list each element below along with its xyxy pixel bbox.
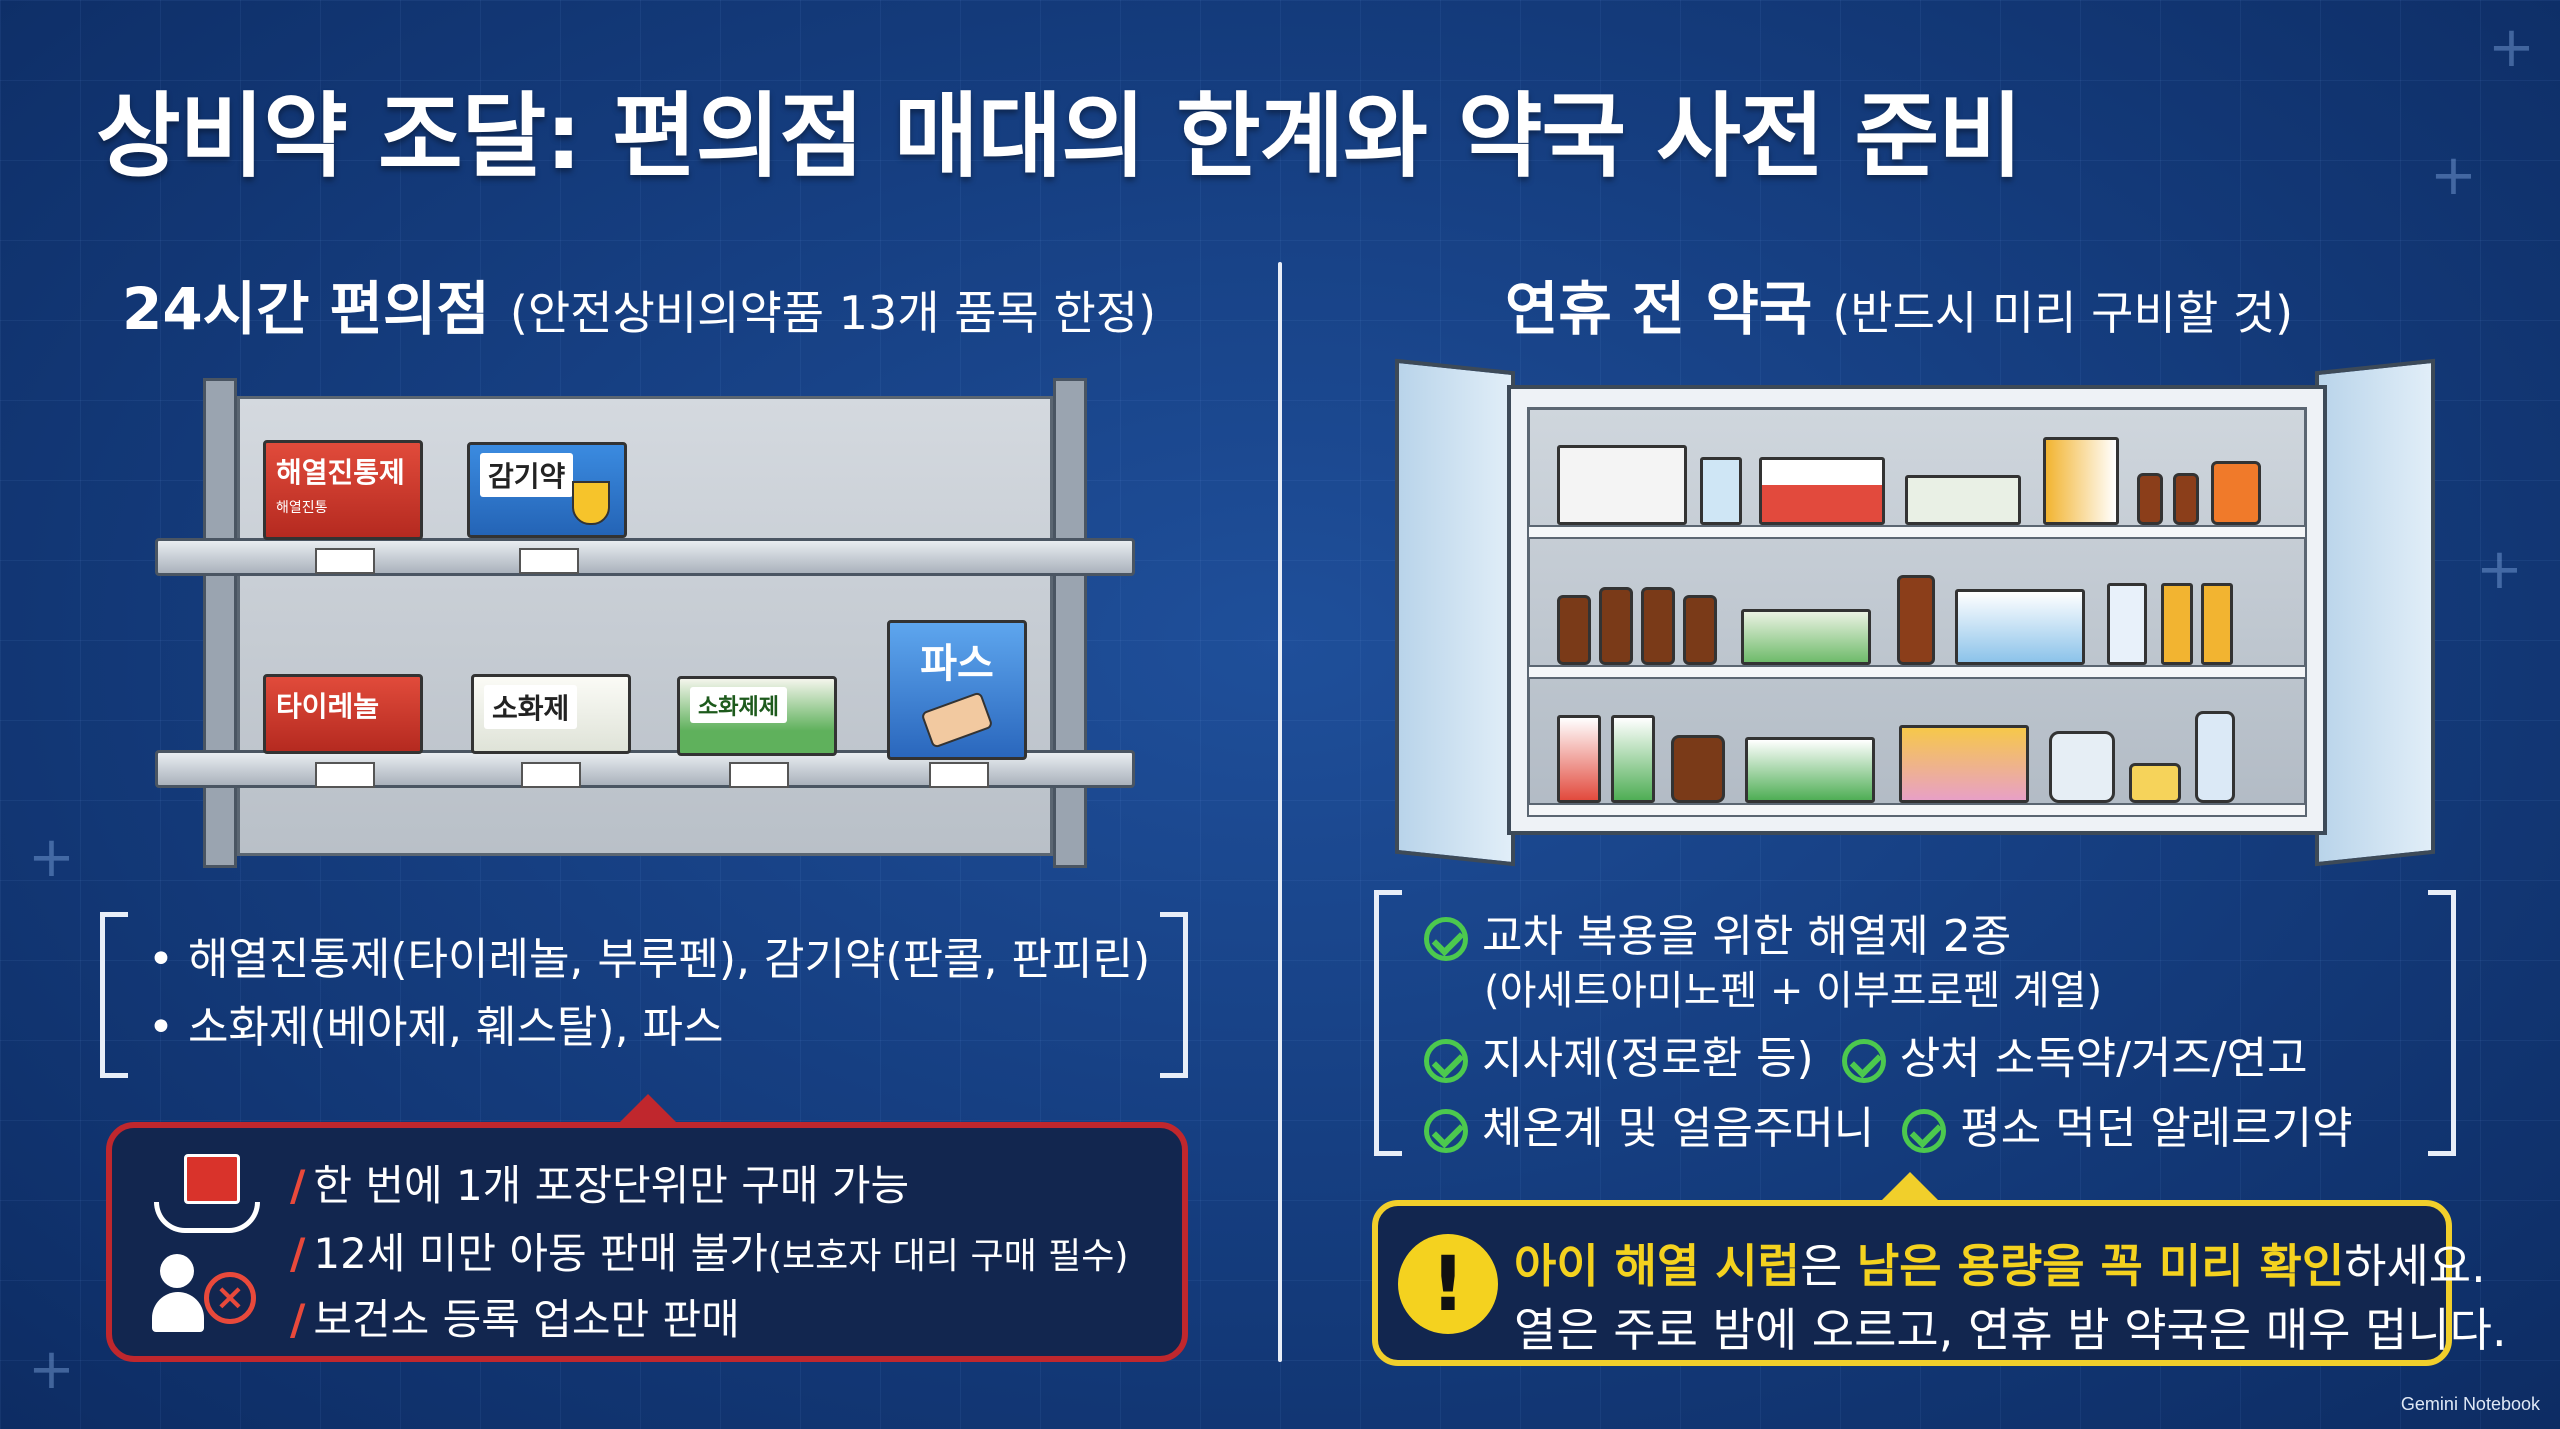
product-label: 해열진통제 [276, 456, 405, 489]
list-item: • 해열진통제(타이레놀, 부루펜), 감기약(판콜, 판피린) [148, 934, 1151, 985]
restriction-line-2: /12세 미만 아동 판매 불가(보호자 대리 구매 필수) [290, 1229, 1129, 1278]
medicine-bottle [2211, 461, 2261, 525]
price-tag [315, 762, 375, 788]
restriction-box: × /한 번에 1개 포장단위만 구매 가능 /12세 미만 아동 판매 불가(… [106, 1122, 1188, 1362]
patch-icon [920, 691, 994, 749]
alert-line-2: 열은 주로 밤에 오르고, 연휴 밤 약국은 매우 멉니다. [1514, 1303, 2507, 1357]
medicine-box [1557, 445, 1687, 525]
checklist-item-sub: (아세트아미노펜 + 이부프로펜 계열) [1484, 968, 2103, 1014]
column-divider [1278, 262, 1282, 1362]
no-child-icon: × [152, 1254, 262, 1344]
plus-decoration: + [28, 1337, 75, 1402]
checklist-item: 체온계 및 얼음주머니 평소 먹던 알레르기약 [1424, 1092, 2353, 1156]
product-label: 소화제제 [690, 687, 787, 723]
product-box-tylenol: 타이레놀 [263, 674, 423, 754]
convenience-store-shelf: 해열진통제 해열진통 감기약 타이레놀 소화제 소화제제 파스 [155, 378, 1135, 868]
list-bracket-left [1374, 890, 1402, 1156]
plus-decoration: + [2430, 143, 2477, 208]
price-tag [519, 548, 579, 574]
price-tag [729, 762, 789, 788]
cabinet-door-left [1395, 358, 1515, 867]
brand-watermark: Gemini Notebook [2400, 1394, 2540, 1414]
plus-decoration: + [28, 825, 75, 890]
product-label: 타이레놀 [276, 690, 380, 723]
callout-pointer [1880, 1172, 1940, 1202]
list-bracket-right [2428, 890, 2456, 1156]
product-box-digestive-2: 소화제제 [677, 676, 837, 756]
hand-box-icon [154, 1148, 260, 1248]
check-icon [1902, 1109, 1947, 1153]
exclamation-icon: ! [1398, 1234, 1498, 1334]
medicine-bottle [2173, 473, 2199, 525]
cabinet-shelf [1527, 525, 2307, 539]
cabinet-door-right [2315, 358, 2435, 867]
medicine-bottle [1683, 595, 1717, 665]
medicine-box [1955, 589, 2085, 665]
check-icon [1841, 1039, 1886, 1083]
medicine-bottle [1671, 735, 1725, 803]
list-bracket-left [100, 912, 128, 1078]
product-box-fever-reducer: 해열진통제 해열진통 [263, 440, 423, 540]
medicine-box [1899, 725, 2029, 803]
medicine-box [1759, 457, 1885, 525]
price-tag [315, 548, 375, 574]
medicine-bottle [1599, 587, 1633, 665]
alert-box: ! 아이 해열 시럽은 남은 용량을 꼭 미리 확인하세요. 열은 주로 밤에 … [1372, 1200, 2507, 1366]
medicine-bottle [2195, 711, 2235, 803]
medicine-box [2043, 437, 2119, 525]
product-label: 감기약 [480, 453, 574, 497]
left-heading-sub: (안전상비의약품 13개 품목 한정) [509, 286, 1157, 340]
medicine-cup [1700, 457, 1742, 525]
product-sublabel: 해열진통 [276, 500, 328, 516]
restriction-line-3: /보건소 등록 업소만 판매 [290, 1295, 740, 1344]
alert-line-1: 아이 해열 시럽은 남은 용량을 꼭 미리 확인하세요. [1514, 1239, 2486, 1293]
medicine-box [1611, 715, 1655, 803]
checklist-item: 교차 복용을 위한 해열제 2종 [1424, 900, 2011, 964]
shelf-board [155, 538, 1135, 576]
medicine-bottle [2137, 473, 2163, 525]
price-tag [521, 762, 581, 788]
medicine-box [2201, 583, 2233, 665]
right-heading: 연휴 전 약국 (반드시 미리 구비할 것) [1505, 262, 2293, 346]
list-bracket-right [1160, 912, 1188, 1078]
ointment-jar [2129, 763, 2181, 803]
cabinet-shelf [1527, 665, 2307, 679]
medicine-box [1741, 609, 1871, 665]
product-label: 파스 [920, 641, 994, 687]
check-icon [1424, 1109, 1468, 1153]
page-title: 상비약 조달: 편의점 매대의 한계와 약국 사전 준비 [96, 83, 2023, 190]
price-tag [929, 762, 989, 788]
check-icon [1424, 1039, 1468, 1083]
product-box-pain-patch: 파스 [887, 620, 1027, 760]
store-items-list: • 해열진통제(타이레놀, 부루펜), 감기약(판콜, 판피린) • 소화제(베… [148, 926, 1150, 1062]
product-box-cold-medicine: 감기약 [467, 442, 627, 538]
right-heading-main: 연휴 전 약국 [1505, 275, 1813, 343]
medicine-box [1905, 475, 2021, 525]
medicine-bottle [1557, 595, 1591, 665]
plus-decoration: + [2488, 15, 2535, 80]
gauze-jar [2049, 731, 2115, 803]
check-icon [1424, 917, 1468, 961]
medicine-bottle [1641, 587, 1675, 665]
shelf-post [203, 378, 237, 868]
restriction-line-1: /한 번에 1개 포장단위만 구매 가능 [290, 1161, 910, 1210]
product-label: 소화제 [484, 685, 578, 729]
shield-icon [572, 481, 610, 525]
medicine-box [2161, 583, 2193, 665]
callout-pointer [618, 1094, 678, 1124]
right-heading-sub: (반드시 미리 구비할 것) [1832, 286, 2294, 340]
checklist-item: 지사제(정로환 등) 상처 소독약/거즈/연고 [1424, 1022, 2308, 1086]
medicine-bottle [1897, 575, 1935, 665]
left-heading-main: 24시간 편의점 [122, 275, 490, 343]
medicine-box [1745, 737, 1875, 803]
pharmacy-cabinet [1395, 358, 2435, 867]
medicine-box [2107, 583, 2147, 665]
list-item: • 소화제(베아제, 훼스탈), 파스 [148, 1002, 724, 1053]
medicine-box [1557, 715, 1601, 803]
plus-decoration: + [2476, 537, 2523, 602]
product-box-digestive: 소화제 [471, 674, 631, 754]
cabinet-shelf [1527, 803, 2307, 817]
left-heading: 24시간 편의점 (안전상비의약품 13개 품목 한정) [122, 262, 1156, 346]
shelf-post [1053, 378, 1087, 868]
